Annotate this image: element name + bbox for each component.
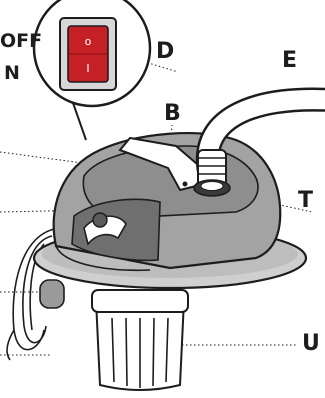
switch-on-symbol: I (86, 62, 90, 75)
callout-b: B (164, 101, 181, 126)
callout-t: T (298, 188, 314, 213)
switch-magnifier (32, 0, 152, 141)
switch-off-label: OFF (0, 30, 43, 52)
switch-off-symbol: o (84, 35, 92, 48)
switch-on-label: N (4, 62, 20, 84)
callout-d: D (156, 39, 175, 64)
cord-hook (39, 279, 65, 309)
hose (193, 87, 325, 197)
bottom-base (91, 289, 189, 391)
callout-u: U (302, 331, 320, 356)
callout-e: E (282, 48, 298, 73)
